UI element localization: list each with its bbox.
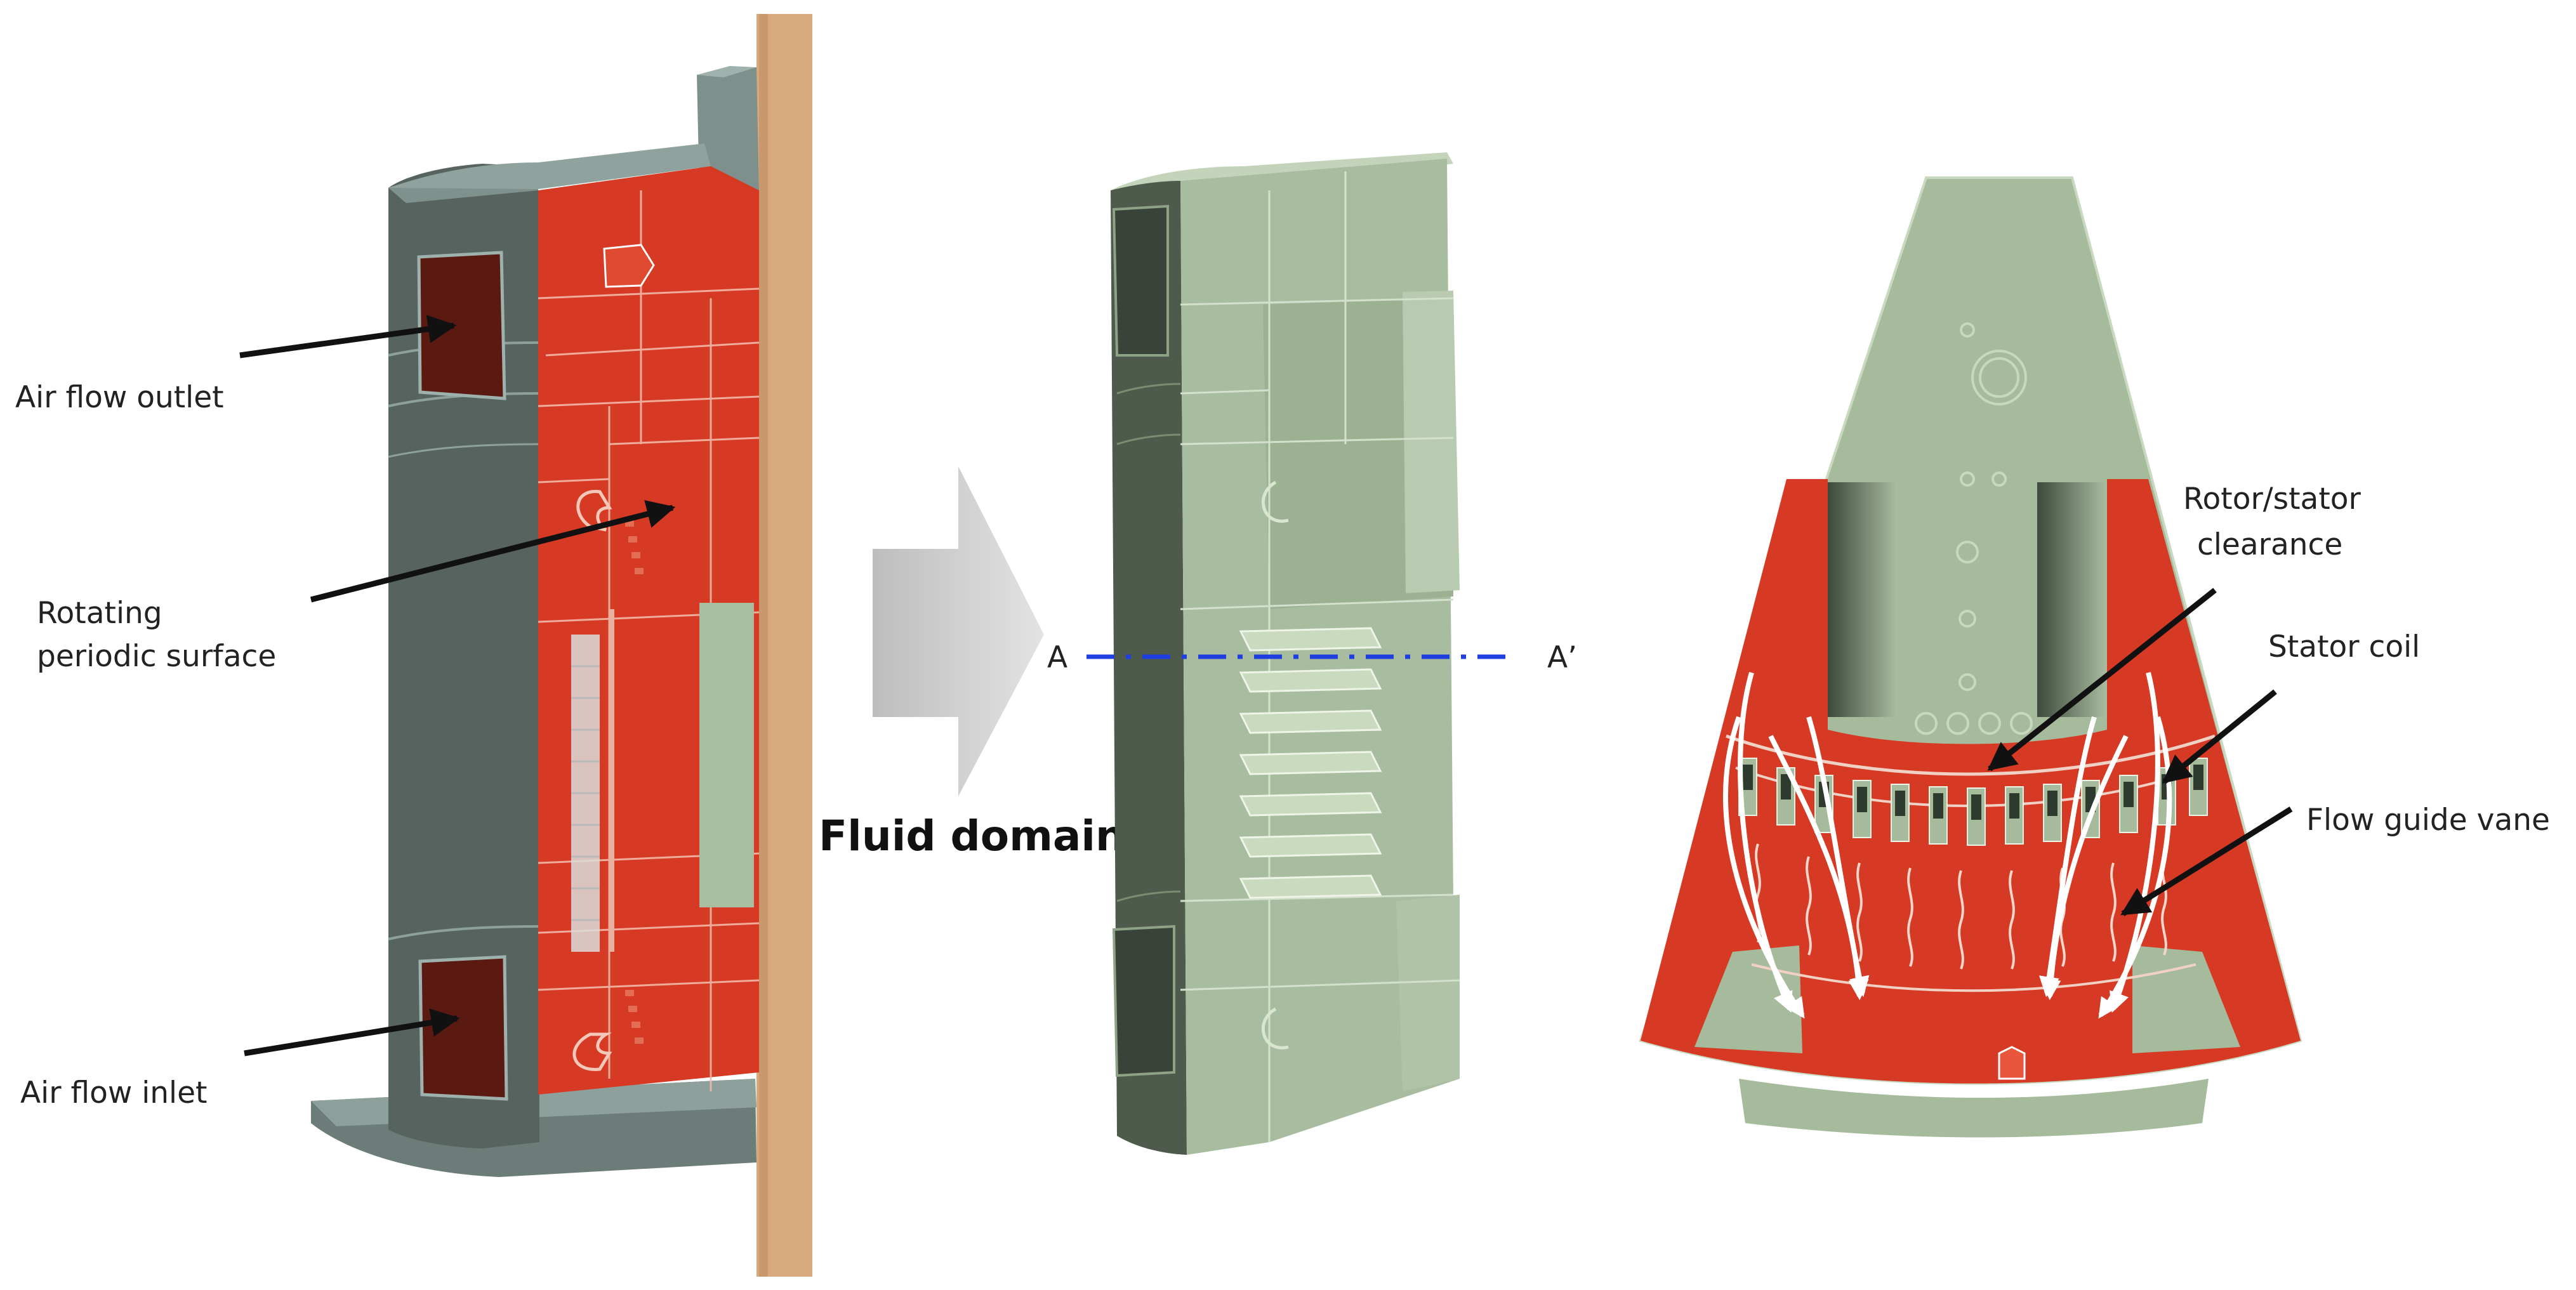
section-a-prime-label: A’ [1547,640,1577,675]
rotor-stator-leader-arrow [1987,588,2217,772]
stator-coil-leader-arrow [2162,689,2277,784]
transform-arrow [873,466,1044,796]
fluid-domain-label: Fluid domain [819,812,1125,860]
rotor-stator-label-line2: clearance [2197,527,2342,562]
fluid-outer-side [1111,181,1187,1155]
outer-shell [388,164,539,1148]
rotating-leader-arrow [310,500,676,603]
fluid-domain-model [1111,152,1460,1155]
air-flow-outlet-window [417,251,506,400]
rotor-stator-label-line1: Rotor/stator [2183,482,2361,517]
rotor-slot-left [1828,482,1898,717]
cross-section-model [1639,176,2302,1138]
stator-coil-label: Stator coil [2268,629,2420,664]
rotor-slot-right [2037,482,2107,717]
outlet-leader-arrow [239,315,457,359]
air-gap [1726,734,2216,776]
air-flow-inlet-window [418,955,508,1101]
inner-panel [699,603,754,907]
air-flow-outlet-label: Air flow outlet [15,380,224,415]
section-marker [1998,1046,2026,1080]
rotating-label-line2: periodic surface [37,639,276,674]
rotor-section-model [311,14,812,1277]
flow-guide-vane-leader-arrow [2120,806,2293,916]
flow-guide-vanes [1755,843,2167,970]
rotating-label-line1: Rotating [37,596,162,631]
inlet-leader-arrow [244,1008,460,1056]
air-flow-inlet-label: Air flow inlet [20,1076,207,1110]
flow-guide-vane-label: Flow guide vane [2306,803,2550,838]
periodic-marker [603,244,655,288]
section-a-label: A [1047,640,1067,675]
cross-section-base [1739,1079,2209,1138]
fluid-vane-stack [1239,627,1382,899]
top-chimney [697,67,759,190]
